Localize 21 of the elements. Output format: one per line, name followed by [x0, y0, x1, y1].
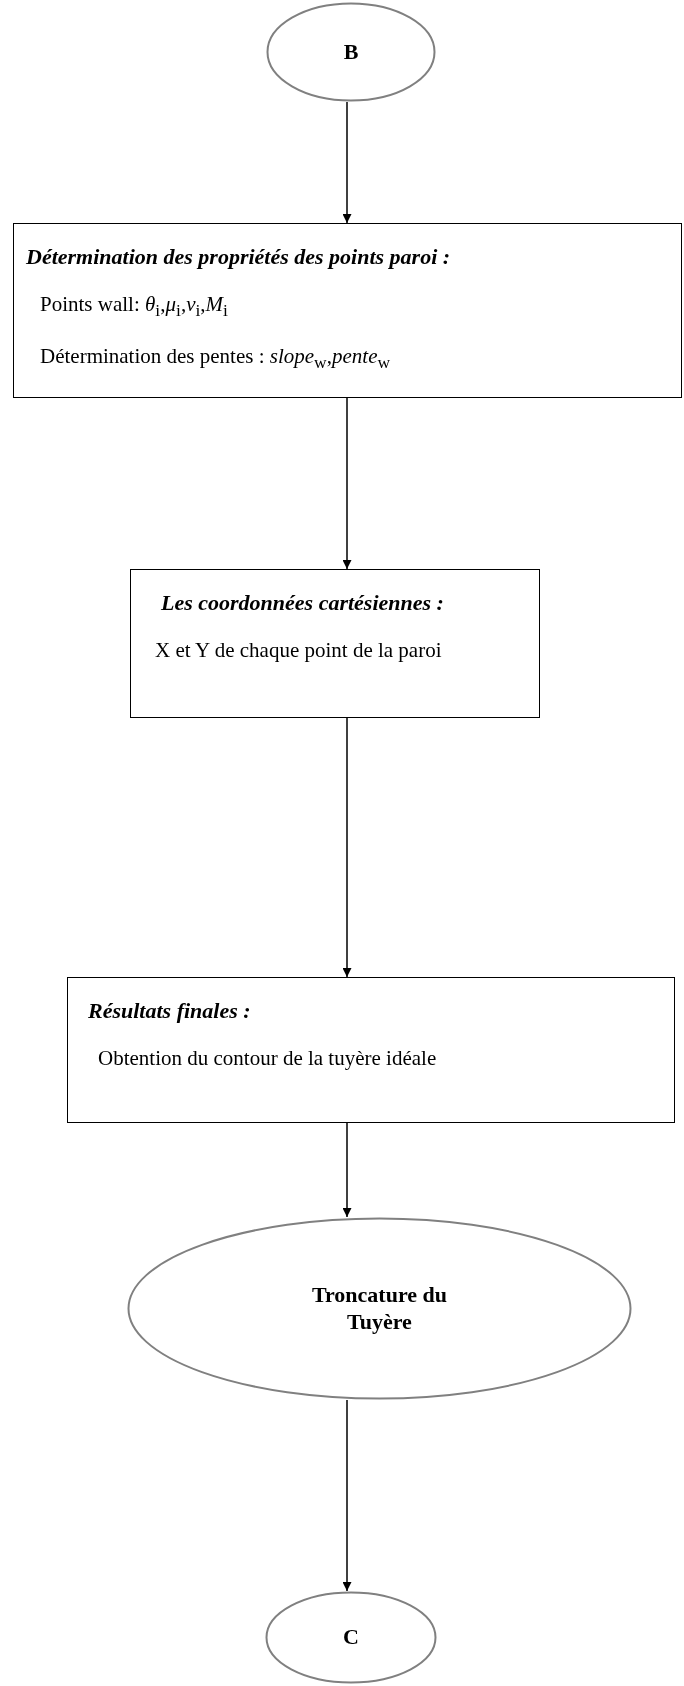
- terminal-label: C: [342, 1624, 360, 1651]
- process-box: [13, 223, 682, 398]
- arrow: [342, 717, 352, 978]
- box-heading: Résultats finales :: [87, 998, 252, 1025]
- box-text: Points wall: θ$_{i}$,μ$_{i}$,v$_{i}$,M$_{i}$: [39, 292, 229, 322]
- process-box: [67, 977, 675, 1123]
- arrow: [342, 397, 352, 570]
- arrow: [342, 101, 352, 224]
- terminal-label: B: [342, 38, 360, 66]
- terminal-ellipse: [265, 1591, 437, 1684]
- terminal-label: Troncature du Tuyère: [310, 1282, 449, 1335]
- terminal-ellipse: [127, 1217, 632, 1400]
- box-text: Obtention du contour de la tuyère idéale: [97, 1046, 438, 1072]
- process-box: [130, 569, 540, 718]
- arrow: [342, 1399, 352, 1592]
- box-heading: Détermination des propriétés des points paroi :: [26, 244, 452, 271]
- arrow: [342, 1122, 352, 1218]
- box-heading: Les coordonnées cartésiennes :: [160, 590, 445, 617]
- box-text: Détermination des pentes : slope$_{w}$,pente$_{w}$: [39, 343, 392, 373]
- box-text: X et Y de chaque point de la paroi: [154, 638, 443, 664]
- terminal-ellipse: [266, 2, 436, 102]
